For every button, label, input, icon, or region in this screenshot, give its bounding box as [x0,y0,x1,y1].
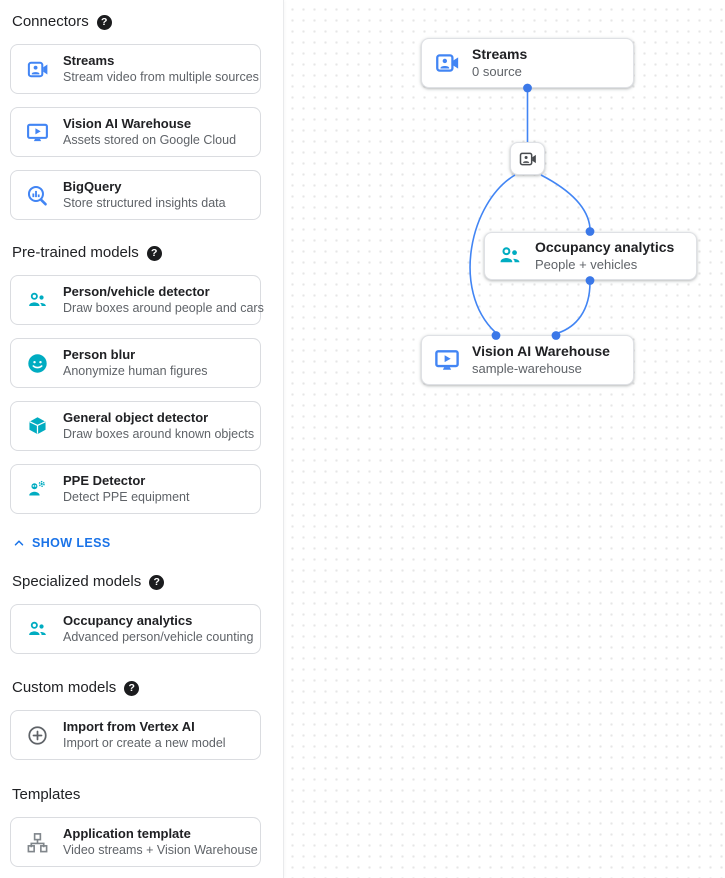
card-title: Person/vehicle detector [63,284,210,299]
show-less-label: SHOW LESS [32,536,111,550]
help-icon[interactable]: ? [96,14,112,30]
sidebar-card-vision-ai-warehouse[interactable]: Vision AI Warehouse Assets stored on Goo… [10,107,261,157]
sidebar-card-occupancy-analytics[interactable]: Occupancy analytics Advanced person/vehi… [10,604,261,654]
sidebar-card-streams[interactable]: Streams Stream video from multiple sourc… [10,44,261,94]
people-icon [485,243,535,269]
section-header-custom-models: Custom models ? [12,679,271,697]
node-title: Vision AI Warehouse [472,343,610,359]
help-icon[interactable]: ? [124,680,140,696]
card-subtitle: Stream video from multiple sources [63,70,259,84]
section-label: Specialized models [12,573,142,590]
card-subtitle: Advanced person/vehicle counting [63,630,254,644]
node-stream-source-camera[interactable] [510,142,545,175]
ppe-icon [11,478,63,501]
card-subtitle: Draw boxes around known objects [63,427,255,441]
people-icon [11,618,63,641]
node-subtitle: sample-warehouse [472,361,582,376]
section-label: Templates [12,786,81,803]
node-occupancy-analytics[interactable]: Occupancy analytics People + vehicles [484,232,697,280]
component-sidebar: Connectors ? Streams Stream video from m… [0,0,284,878]
node-vision-ai-warehouse[interactable]: Vision AI Warehouse sample-warehouse [421,335,634,385]
sidebar-card-person-vehicle-detector[interactable]: Person/vehicle detector Draw boxes aroun… [10,275,264,325]
help-icon[interactable]: ? [149,574,165,590]
node-title: Streams [472,46,528,62]
video-camera-icon [519,152,536,165]
card-subtitle: Draw boxes around people and cars [63,301,264,315]
warehouse-monitor-icon [11,121,63,144]
section-header-pretrained-models: Pre-trained models ? [12,244,271,262]
card-subtitle: Store structured insights data [63,196,226,210]
sidebar-card-application-template[interactable]: Application template Video streams + Vis… [10,817,261,867]
graph-edges [469,83,595,340]
card-subtitle: Anonymize human figures [63,364,208,378]
section-label: Custom models [12,679,117,696]
graph-canvas[interactable]: Streams 0 source [284,0,725,878]
node-subtitle: People + vehicles [535,257,638,272]
video-camera-icon [11,58,63,81]
node-title: Occupancy analytics [535,239,675,255]
card-title: Vision AI Warehouse [63,116,192,131]
card-title: General object detector [63,410,209,425]
section-header-connectors: Connectors ? [12,13,271,31]
warehouse-monitor-icon [422,347,472,373]
card-subtitle: Detect PPE equipment [63,490,190,504]
tree-icon [11,831,63,854]
node-subtitle: 0 source [472,64,522,79]
card-title: Streams [63,53,115,68]
chevron-up-icon [14,540,24,546]
card-title: Occupancy analytics [63,613,193,628]
bigquery-icon [11,184,63,207]
sidebar-card-import-from-vertex-ai[interactable]: Import from Vertex AI Import or create a… [10,710,261,760]
help-icon[interactable]: ? [146,245,162,261]
card-subtitle: Video streams + Vision Warehouse [63,843,258,857]
section-header-specialized-models: Specialized models ? [12,573,271,591]
card-subtitle: Assets stored on Google Cloud [63,133,237,147]
card-subtitle: Import or create a new model [63,736,226,750]
section-label: Connectors [12,13,89,30]
card-title: BigQuery [63,179,122,194]
face-icon [11,352,63,375]
card-title: PPE Detector [63,473,146,488]
section-header-templates: Templates [12,786,271,804]
card-title: Application template [63,826,191,841]
cube-icon [11,415,63,438]
card-title: Person blur [63,347,136,362]
sidebar-card-general-object-detector[interactable]: General object detector Draw boxes aroun… [10,401,261,451]
sidebar-card-ppe-detector[interactable]: PPE Detector Detect PPE equipment [10,464,261,514]
people-icon [11,289,63,312]
section-label: Pre-trained models [12,244,139,261]
sidebar-card-person-blur[interactable]: Person blur Anonymize human figures [10,338,261,388]
card-title: Import from Vertex AI [63,719,195,734]
sidebar-card-bigquery[interactable]: BigQuery Store structured insights data [10,170,261,220]
node-streams[interactable]: Streams 0 source [421,38,634,88]
plus-circle-icon [11,724,63,747]
show-less-toggle[interactable]: SHOW LESS [12,535,271,551]
video-camera-icon [422,50,472,76]
